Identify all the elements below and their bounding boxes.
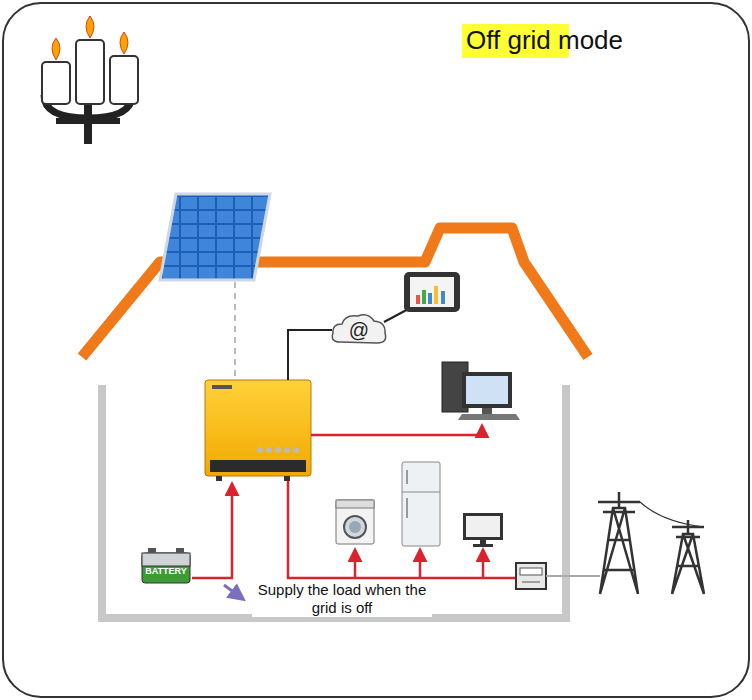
battery-node: BATTERY — [138, 545, 194, 585]
frame — [3, 3, 749, 697]
fridge — [402, 462, 440, 546]
washing-machine — [336, 500, 374, 544]
candles — [42, 16, 138, 144]
cloud-texts: @ — [330, 312, 388, 348]
grid-line — [546, 575, 600, 577]
ac-line — [482, 550, 485, 578]
ac-line — [354, 550, 357, 578]
computer — [442, 362, 520, 420]
walls — [102, 385, 566, 618]
battery-line — [192, 484, 232, 578]
roof — [82, 228, 588, 357]
tablet — [404, 272, 460, 312]
cloud-node: @ — [330, 312, 388, 348]
inverter — [205, 380, 311, 481]
node-label: BATTERY — [145, 567, 187, 577]
title: Off grid mode — [466, 24, 623, 56]
dc-line — [234, 282, 236, 382]
node-label: @ — [349, 319, 369, 341]
flow-arrow — [224, 585, 243, 599]
solar-panel — [160, 194, 270, 280]
battery-texts: BATTERY — [138, 545, 194, 585]
meter — [516, 563, 546, 589]
ac-line — [419, 550, 422, 578]
tv — [463, 513, 503, 547]
pylons — [598, 492, 704, 594]
network-line — [288, 330, 332, 380]
battery-shape — [138, 545, 194, 585]
ac-line — [311, 426, 482, 435]
note: Supply the load when the grid is off — [252, 581, 432, 617]
